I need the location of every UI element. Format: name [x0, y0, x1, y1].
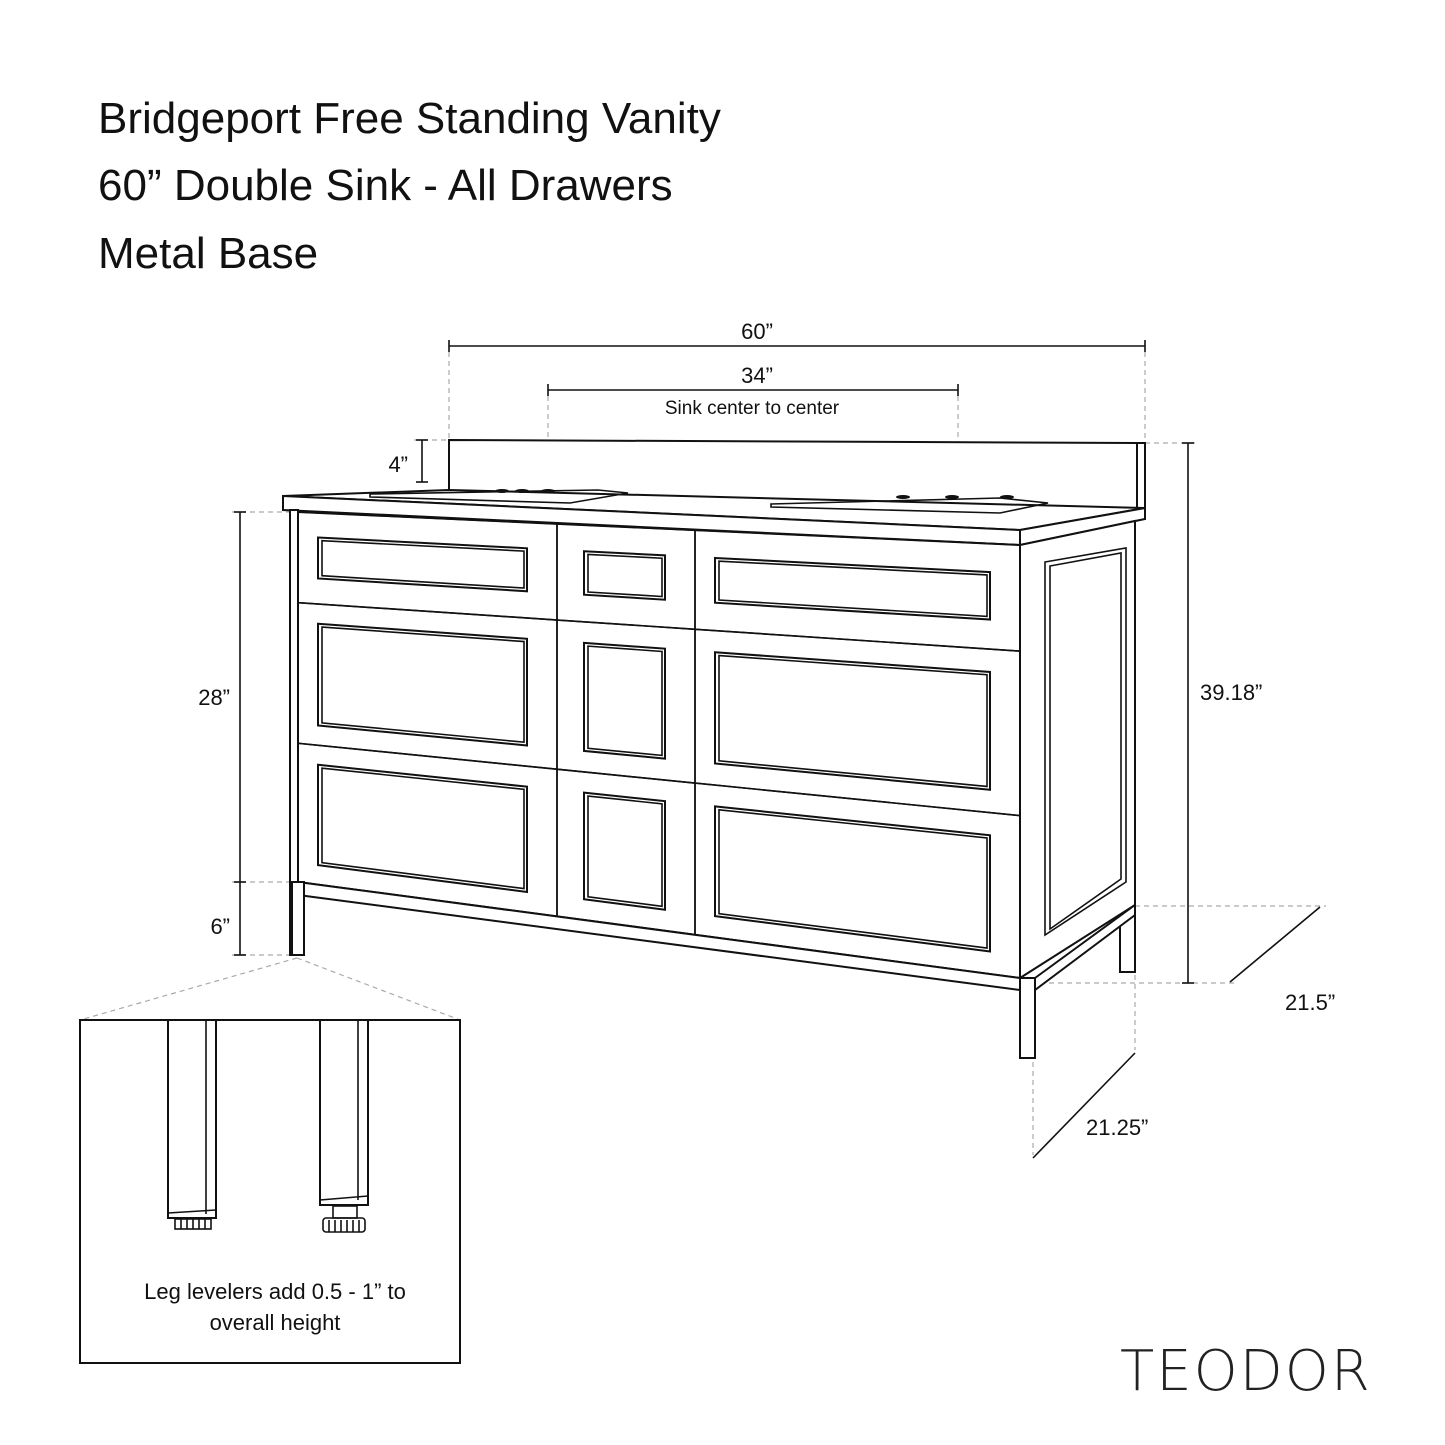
front-right-leg	[1019, 977, 1036, 1059]
countertop-side-edge	[1019, 506, 1146, 547]
drawer-panel-bevel	[718, 560, 988, 618]
brand-logo: TEODOR	[1120, 1339, 1372, 1404]
leveler-foot-icon	[322, 1217, 366, 1233]
side-panel-inset	[1044, 547, 1127, 937]
drawer-panel	[317, 622, 528, 747]
dimension-sink-spacing: 34” Sink center to center	[547, 363, 959, 419]
drawer-panel	[317, 763, 528, 894]
leveler-note-line-2: overall height	[210, 1310, 341, 1335]
top-depth-label: 21.5”	[1285, 990, 1335, 1015]
drawer-fronts	[297, 511, 1021, 979]
front-left-leg	[291, 881, 305, 956]
title-line-2: 60” Double Sink - All Drawers	[98, 161, 673, 210]
leg-with-extended-leveler	[319, 1019, 369, 1233]
leg-with-short-leveler	[167, 1019, 217, 1230]
dimension-backsplash: 4”	[388, 439, 428, 483]
drawer-panel	[583, 791, 666, 911]
drawer-panel	[583, 641, 666, 760]
left-sink	[369, 489, 629, 504]
backsplash-label: 4”	[388, 452, 408, 477]
base-depth-label: 21.25”	[1086, 1115, 1148, 1140]
drawer-panel-bevel	[321, 539, 525, 589]
drawer-panel-bevel	[321, 626, 525, 744]
drawer-panel-bevel	[321, 767, 525, 890]
dimension-base-depth: 21.25”	[1032, 1052, 1148, 1159]
drawer-panel-bevel	[718, 654, 988, 788]
title-line-3: Metal Base	[98, 229, 318, 278]
drawer-panel-bevel	[587, 553, 663, 598]
drawer-panel	[714, 805, 991, 953]
faucet-holes	[495, 489, 1014, 499]
dimension-cabinet-height: 28”	[198, 511, 246, 883]
drawer-panel-bevel	[587, 795, 663, 908]
width-label: 60”	[741, 319, 773, 344]
leveler-note-line-1: Leg levelers add 0.5 - 1” to	[144, 1279, 406, 1304]
drawer-panel	[583, 550, 666, 601]
drawer-panel-bevel	[718, 808, 988, 949]
drawer-panel-bevel	[587, 645, 663, 757]
dimension-leg-height: 6”	[210, 882, 246, 956]
drawer-panel	[714, 556, 991, 621]
sink-spacing-note: Sink center to center	[665, 398, 840, 419]
drawer-panel	[714, 651, 991, 791]
right-sink	[770, 497, 1049, 514]
vanity-illustration	[282, 438, 1146, 1059]
sink-spacing-label: 34”	[741, 363, 773, 388]
detail-frame	[79, 1019, 461, 1364]
title-line-1: Bridgeport Free Standing Vanity	[98, 94, 721, 143]
dimension-width: 60”	[448, 319, 1146, 352]
leg-leveler-detail: Leg levelers add 0.5 - 1” to overall hei…	[79, 1019, 461, 1364]
dimension-overall-height: 39.18”	[1182, 442, 1262, 984]
dimension-top-depth: 21.5”	[1229, 906, 1335, 1015]
cabinet-height-label: 28”	[198, 685, 230, 710]
leg-height-label: 6”	[210, 914, 230, 939]
drawer-panel	[317, 536, 528, 593]
overall-height-label: 39.18”	[1200, 680, 1262, 705]
